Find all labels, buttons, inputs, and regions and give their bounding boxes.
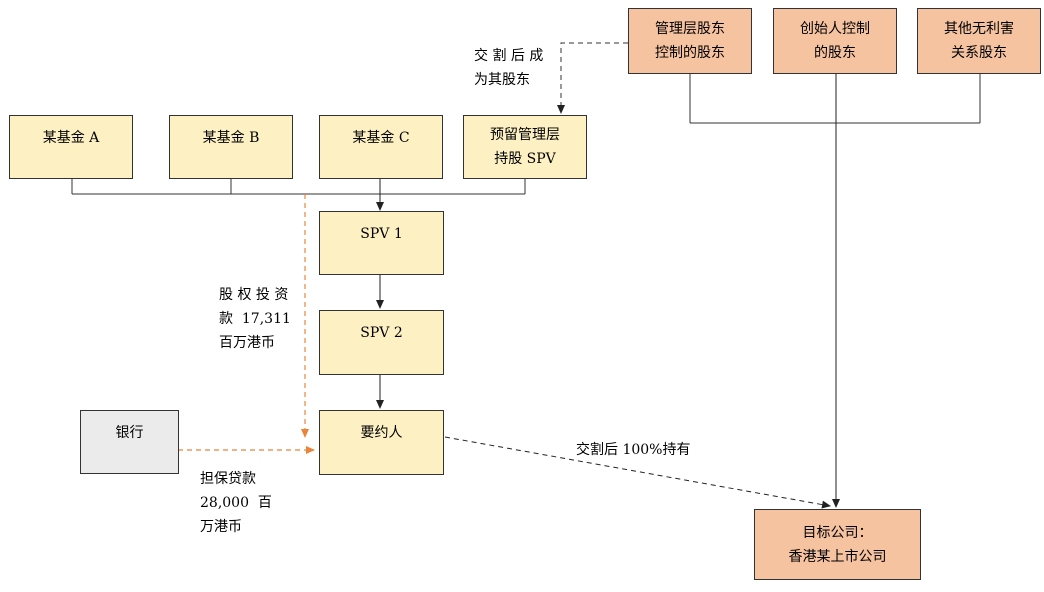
shareholders-to-target-connector: [689, 73, 981, 124]
label-equity-investment-line3: 百万港币: [219, 335, 275, 351]
arrow-mgmt-shareholders-to-spv: [557, 42, 628, 114]
node-bank: 银行: [80, 410, 179, 474]
node-offeror-label: 要约人: [360, 425, 403, 441]
node-mgmt-spv-line2: 持股 SPV: [494, 151, 556, 167]
node-fund-b: 某基金 B: [169, 115, 293, 179]
node-spv1-label: SPV 1: [360, 226, 403, 242]
node-founder-shareholders-line1: 创始人控制: [800, 21, 870, 37]
arrow-offeror-to-target: [444, 436, 831, 509]
node-fund-a: 某基金 A: [9, 115, 133, 179]
node-founder-shareholders: 创始人控制 的股东: [773, 8, 897, 74]
node-mgmt-shareholders: 管理层股东 控制的股东: [628, 8, 752, 74]
label-secured-loan: 担保贷款 28,000 百 万港币: [200, 467, 272, 539]
label-equity-investment: 股 权 投 资 款 17,311 百万港币: [219, 283, 291, 355]
node-founder-shareholders-line2: 的股东: [814, 45, 856, 61]
node-target: 目标公司： 香港某上市公司: [754, 509, 921, 580]
node-spv1: SPV 1: [319, 211, 444, 275]
node-fund-c-label: 某基金 C: [352, 130, 410, 146]
node-fund-c: 某基金 C: [319, 115, 443, 179]
node-other-shareholders-line1: 其他无利害: [944, 21, 1014, 37]
node-other-shareholders-line2: 关系股东: [951, 45, 1007, 61]
node-offeror: 要约人: [319, 410, 444, 475]
node-other-shareholders: 其他无利害 关系股东: [917, 8, 1041, 74]
node-fund-b-label: 某基金 B: [202, 130, 260, 146]
node-target-line2: 香港某上市公司: [788, 548, 887, 565]
funds-to-spv1-connector: [71, 178, 526, 195]
label-post-close-hold: 交割后 100%持有: [576, 442, 691, 458]
label-equity-investment-line1: 股 权 投 资: [219, 287, 289, 303]
node-spv2: SPV 2: [319, 310, 444, 375]
label-become-shareholder-line1: 交 割 后 成: [474, 48, 544, 64]
node-fund-a-label: 某基金 A: [42, 130, 100, 146]
label-become-shareholder-line2: 为其股东: [474, 72, 530, 88]
node-bank-label: 银行: [115, 425, 144, 441]
node-mgmt-shareholders-line2: 控制的股东: [655, 45, 725, 61]
label-equity-investment-line2: 款 17,311: [219, 311, 291, 327]
node-spv2-label: SPV 2: [360, 325, 403, 341]
label-secured-loan-line3: 万港币: [200, 519, 242, 535]
label-become-shareholder: 交 割 后 成 为其股东: [474, 44, 543, 92]
label-secured-loan-line1: 担保贷款: [200, 471, 256, 487]
node-mgmt-spv: 预留管理层 持股 SPV: [463, 115, 587, 179]
node-mgmt-shareholders-line1: 管理层股东: [655, 21, 725, 37]
label-secured-loan-line2: 28,000 百: [200, 495, 272, 511]
node-target-line1: 目标公司：: [802, 524, 873, 541]
node-mgmt-spv-line1: 预留管理层: [490, 127, 560, 143]
